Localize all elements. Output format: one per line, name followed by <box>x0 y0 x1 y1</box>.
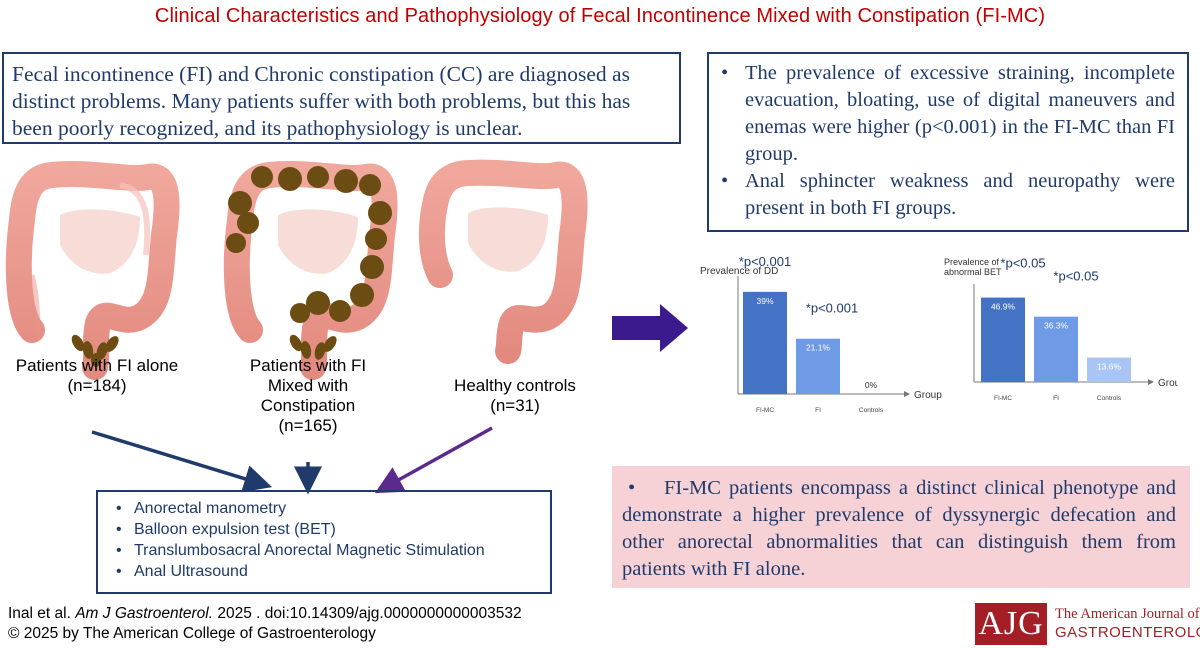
method-item: • Balloon expulsion test (BET) <box>108 519 540 540</box>
tick-label: Controls <box>1097 395 1122 402</box>
bullet: • <box>628 477 636 499</box>
bullet: • <box>116 542 122 559</box>
method-label: Balloon expulsion test (BET) <box>134 521 336 538</box>
group-label-line: (n=184) <box>67 376 127 395</box>
data-label: 39% <box>756 296 773 306</box>
chart-dd-prevalence: Prevalence of DD Group 39% FI-MC 21.1% FI 0% Co… <box>700 254 942 414</box>
significance-annotation: *p<0.001 <box>806 301 858 316</box>
significance-annotation: *p<0.001 <box>739 254 791 269</box>
y-axis-label: abnormal BET <box>944 267 1002 277</box>
background-text: Fecal incontinence (FI) and Chronic cons… <box>12 62 631 140</box>
citation-authors: Inal et al. <box>8 605 76 622</box>
bar <box>796 338 840 394</box>
data-label: 13.6% <box>1097 362 1122 372</box>
finding-text: Anal sphincter weakness and neuropathy w… <box>745 170 1175 219</box>
method-item: • Anal Ultrasound <box>108 561 540 582</box>
colon-healthy-icon <box>418 159 588 364</box>
bar <box>743 291 787 394</box>
stool-fi-mc-icon <box>289 334 337 360</box>
ajg-badge: AJG <box>975 603 1047 645</box>
bullet: • <box>116 521 122 538</box>
bullet: • <box>116 563 122 580</box>
group-label-line: (n=31) <box>490 396 540 415</box>
significance-annotation: *p<0.05 <box>1053 269 1098 284</box>
finding-item: • The prevalence of excessive straining, … <box>717 60 1175 168</box>
x-axis-label: Group <box>1158 378 1178 389</box>
bar <box>1034 316 1078 382</box>
background-box: Fecal incontinence (FI) and Chronic cons… <box>2 52 681 144</box>
tick-label: FI-MC <box>756 407 774 414</box>
findings-box: • The prevalence of excessive straining, … <box>707 52 1189 232</box>
bullet: • <box>721 62 729 84</box>
y-axis-label: Prevalence of <box>944 257 1000 267</box>
data-label: 36.3% <box>1044 321 1069 331</box>
conclusion-box: •FI-MC patients encompass a distinct cli… <box>612 466 1190 588</box>
bar <box>1087 357 1131 382</box>
citation-doi: 2025 . doi:10.14309/ajg.0000000000003532 <box>213 605 522 622</box>
tick-label: FI <box>1053 395 1059 402</box>
ajg-journal-line2: GASTROENTEROLOGY <box>1055 624 1200 641</box>
group-label-line: Patients with FI alone <box>15 356 179 375</box>
copyright: © 2025 by The American College of Gastro… <box>8 625 376 642</box>
finding-item: • Anal sphincter weakness and neuropathy … <box>717 168 1175 222</box>
methods-box: • Anorectal manometry • Balloon expulsion … <box>96 490 552 594</box>
y-axis-label: Prevalence of DD <box>700 266 778 277</box>
group-label-line: Constipation <box>260 396 356 415</box>
finding-text: The prevalence of excessive straining, i… <box>745 62 1175 165</box>
colon-illustrations <box>5 159 588 380</box>
tick-label: FI-MC <box>994 395 1012 402</box>
ajg-logo: AJG The American Journal of GASTROENTERO… <box>975 603 1200 645</box>
x-axis-arrow-icon <box>904 391 910 397</box>
colon-fi-alone-icon <box>5 161 180 380</box>
data-label: 46.9% <box>991 302 1016 312</box>
method-label: Anorectal manometry <box>134 500 287 517</box>
method-label: Anal Ultrasound <box>134 563 248 580</box>
significance-annotation: *p<0.05 <box>1000 256 1045 271</box>
citation: Inal et al. Am J Gastroenterol. 2025 . d… <box>8 604 522 644</box>
conclusion-text: FI-MC patients encompass a distinct clin… <box>622 477 1176 580</box>
impacted-stool-icon <box>226 166 392 323</box>
group-label-fi-mc: Patients with FI Mixed with Constipation… <box>228 356 388 436</box>
group-label-controls: Healthy controls (n=31) <box>435 376 595 416</box>
data-label: 0% <box>865 380 878 390</box>
bullet: • <box>721 170 729 192</box>
stool-fi-alone-icon <box>71 334 119 367</box>
tick-label: Controls <box>859 407 884 414</box>
group-label-fi-alone: Patients with FI alone (n=184) <box>2 356 192 396</box>
method-item: • Anorectal manometry <box>108 498 540 519</box>
ajg-journal-line1: The American Journal of <box>1055 606 1200 622</box>
group-label-line: Patients with FI <box>249 356 367 375</box>
method-item: • Translumbosacral Anorectal Magnetic Sti… <box>108 540 540 561</box>
data-label: 21.1% <box>806 343 831 353</box>
citation-journal: Am J Gastroenterol. <box>75 605 214 622</box>
x-axis-label: Group <box>914 390 942 401</box>
results-arrow-icon <box>612 304 688 352</box>
page-title: Clinical Characteristics and Pathophysio… <box>154 5 1046 27</box>
method-label: Translumbosacral Anorectal Magnetic Stim… <box>134 542 485 559</box>
arrow-controls-icon <box>374 426 493 494</box>
citation-line: Inal et al. Am J Gastroenterol. 2025 . d… <box>8 604 522 624</box>
tick-label: FI <box>815 407 821 414</box>
group-label-line: Mixed with <box>267 376 349 395</box>
x-axis-arrow-icon <box>1148 379 1154 385</box>
bullet: • <box>116 500 122 517</box>
bar <box>981 297 1025 382</box>
group-label-line: Healthy controls <box>454 376 576 395</box>
arrow-fi-alone-icon <box>91 430 273 493</box>
group-label-line: (n=165) <box>278 416 338 435</box>
